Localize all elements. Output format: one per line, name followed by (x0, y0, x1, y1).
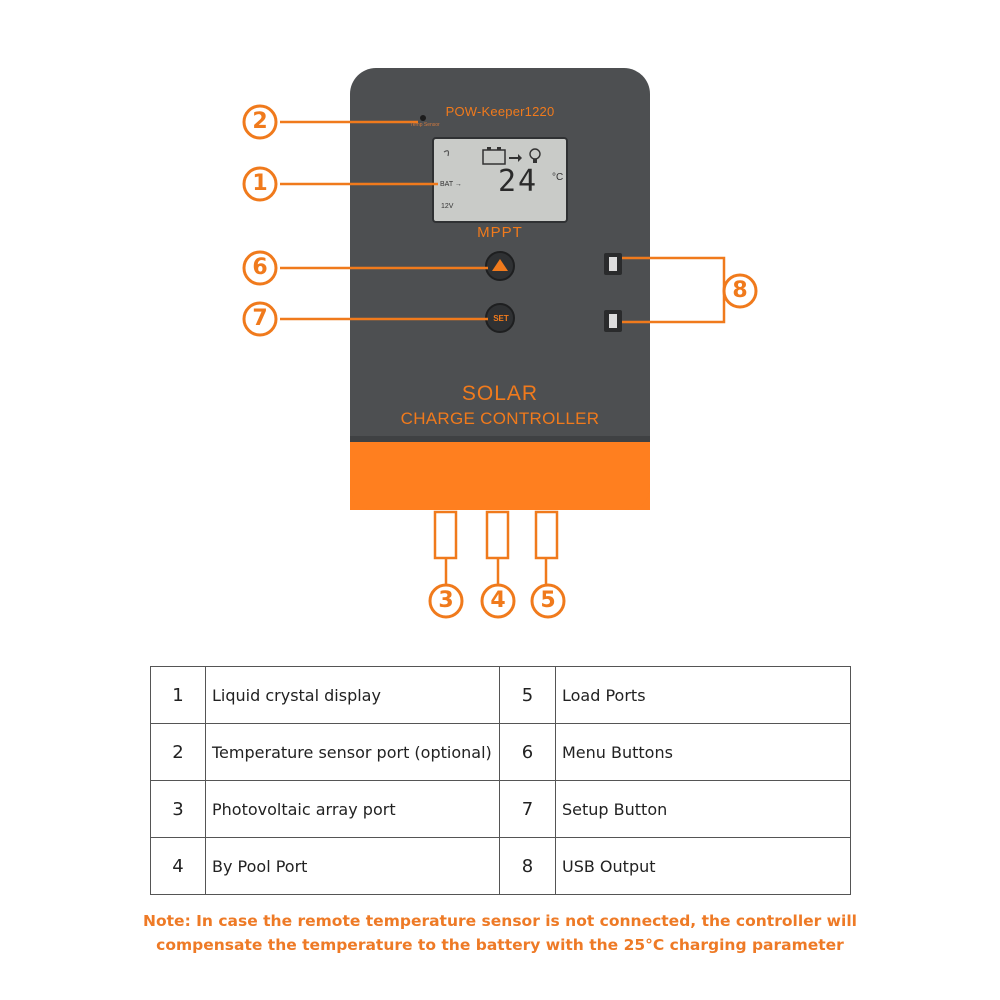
note-text: Note: In case the remote temperature sen… (140, 909, 860, 957)
table-row: 2 Temperature sensor port (optional) 6 M… (150, 723, 851, 781)
table-row: 3 Photovoltaic array port 7 Setup Button (150, 780, 851, 838)
table-row: 1 Liquid crystal display 5 Load Ports (150, 666, 851, 724)
solar-title: SOLAR (461, 382, 539, 405)
load-port-terminal (534, 510, 559, 560)
base-seam (350, 436, 650, 442)
set-button-label: SET (493, 314, 509, 323)
callout-3: 3 (438, 588, 454, 613)
callout-4: 4 (490, 588, 506, 613)
legend-number: 3 (150, 780, 206, 838)
callout-5-circle (530, 583, 566, 619)
lcd-voltage: 12V (441, 203, 454, 210)
mppt-label: MPPT (477, 224, 523, 241)
pv-port-terminal (433, 510, 458, 560)
lcd-unit: °C (552, 172, 564, 183)
legend-number: 4 (150, 837, 206, 895)
legend-description: USB Output (555, 837, 851, 895)
legend-description: By Pool Port (205, 837, 500, 895)
legend-number: 6 (499, 723, 556, 781)
callout-1: 1 (252, 171, 268, 196)
lcd-bat-label: BAT → (440, 181, 462, 188)
charge-controller-title: CHARGE CONTROLLER (400, 409, 600, 428)
note-line-1: Note: In case the remote temperature sen… (143, 912, 857, 930)
callout-8-circle (722, 273, 758, 309)
callout-1-circle (242, 166, 278, 202)
callout-7-circle (242, 301, 278, 337)
lcd-temperature: 24 (498, 164, 539, 199)
controller-illustration (242, 68, 758, 619)
callout-2-circle (242, 104, 278, 140)
controller-body (350, 68, 650, 510)
temp-sensor-label: Temp Sensor (410, 122, 440, 128)
callout-6: 6 (252, 255, 268, 280)
legend-description: Menu Buttons (555, 723, 851, 781)
legend-description: Photovoltaic array port (205, 780, 500, 838)
note-line-2: compensate the temperature to the batter… (156, 936, 844, 954)
callout-8: 8 (732, 278, 748, 303)
temp-sensor-port (420, 115, 426, 121)
legend-description: Load Ports (555, 666, 851, 724)
brand-label: POW-Keeper1220 (445, 104, 555, 119)
legend-description: Temperature sensor port (optional) (205, 723, 500, 781)
orange-base (350, 440, 650, 510)
callout-6-circle (242, 250, 278, 286)
legend-description: Liquid crystal display (205, 666, 500, 724)
battery-icon (482, 149, 506, 165)
callout-3-circle (428, 583, 464, 619)
legend-number: 8 (499, 837, 556, 895)
up-arrow-icon (492, 259, 508, 271)
controller-diagram: POW-Keeper1220 Temp Sensor 24 °C BAT → 1… (242, 68, 758, 619)
callout-4-circle (480, 583, 516, 619)
callout-2: 2 (252, 109, 268, 134)
legend-number: 5 (499, 666, 556, 724)
table-row: 4 By Pool Port 8 USB Output (150, 837, 851, 895)
legend-number: 1 (150, 666, 206, 724)
legend-table: 1 Liquid crystal display 5 Load Ports 2 … (150, 666, 851, 895)
callout-7: 7 (252, 306, 268, 331)
sun-icon (443, 150, 450, 157)
callout-5: 5 (540, 588, 556, 613)
legend-description: Setup Button (555, 780, 851, 838)
legend-number: 2 (150, 723, 206, 781)
legend-number: 7 (499, 780, 556, 838)
bypool-port-terminal (485, 510, 510, 560)
